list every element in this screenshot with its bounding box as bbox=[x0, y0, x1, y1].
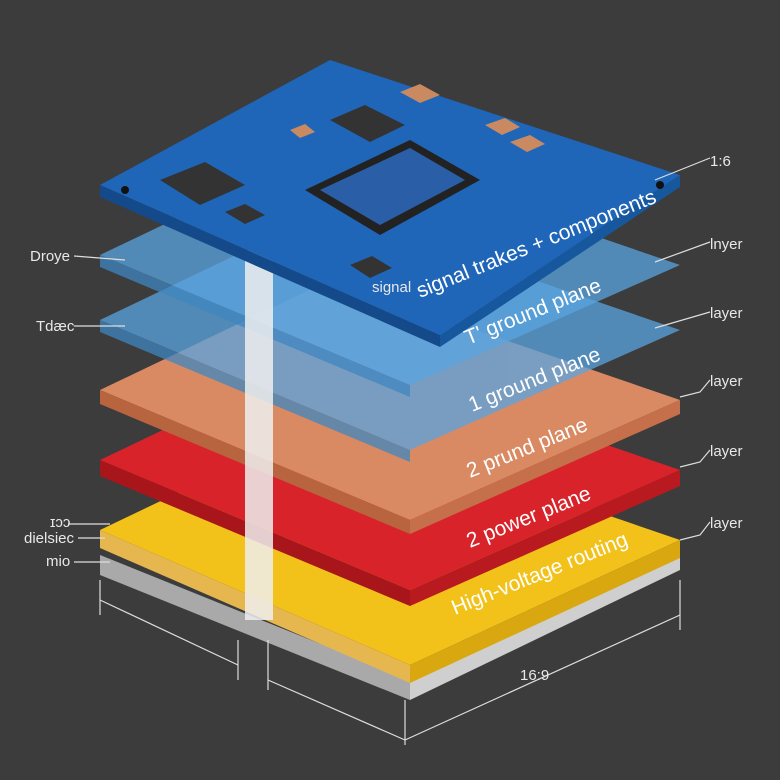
right-label: layer bbox=[710, 443, 743, 460]
ic-chip bbox=[225, 204, 265, 224]
right-label: layer bbox=[710, 515, 743, 532]
ic-chip bbox=[350, 256, 392, 278]
component bbox=[485, 118, 520, 135]
chip-label: signal bbox=[372, 279, 411, 296]
left-callout-lines bbox=[68, 255, 126, 563]
component bbox=[400, 84, 440, 103]
component bbox=[510, 135, 545, 152]
component bbox=[290, 124, 315, 138]
right-label: layer bbox=[710, 373, 743, 390]
dimension-lines bbox=[99, 580, 681, 745]
right-callout-lines bbox=[654, 157, 711, 541]
left-label: dielsiec bbox=[24, 530, 75, 547]
left-label: Droye bbox=[30, 248, 70, 265]
right-label: 1:6 bbox=[710, 153, 731, 170]
right-label: lnyer bbox=[710, 236, 743, 253]
right-label: layer bbox=[710, 305, 743, 322]
left-label: Tdæc bbox=[36, 318, 75, 335]
ic-chip bbox=[330, 105, 405, 142]
left-label: ɪɔɔ bbox=[50, 514, 70, 531]
ic-chip bbox=[160, 162, 245, 205]
dimension-label: 16:9 bbox=[520, 667, 549, 684]
via-column bbox=[245, 250, 273, 620]
left-label: mio bbox=[46, 553, 70, 570]
layer-pcb-top bbox=[100, 60, 680, 347]
